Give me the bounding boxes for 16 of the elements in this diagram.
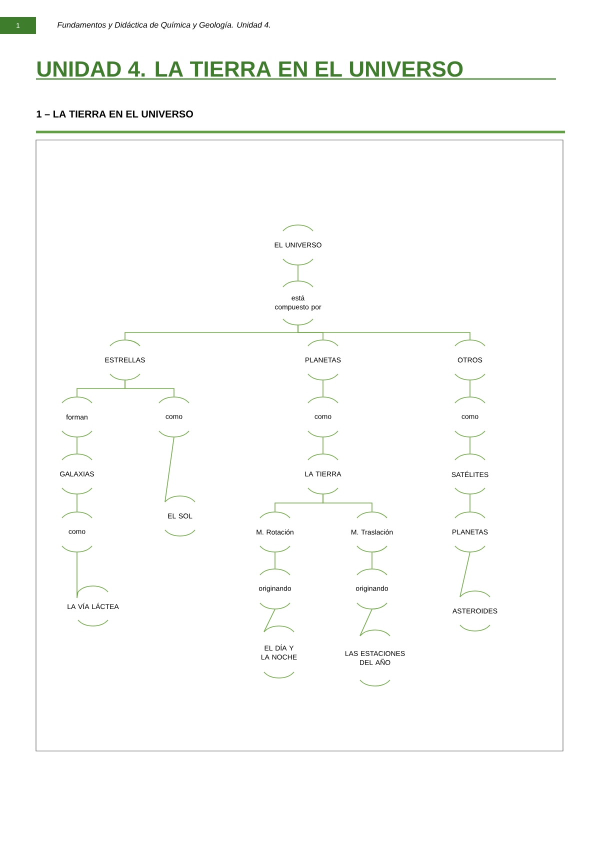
connector-line <box>76 494 78 512</box>
running-header: Fundamentos y Didáctica de Química y Geología. Unidad 4. <box>57 22 270 30</box>
connector-line <box>274 552 276 570</box>
page-title: UNIDAD 4. LA TIERRA EN EL UNIVERSO <box>36 61 556 80</box>
connector-line <box>76 436 78 454</box>
connector-line <box>322 380 324 398</box>
connector-line <box>322 494 372 512</box>
connector-line <box>460 552 470 598</box>
connector-line <box>322 436 324 454</box>
connector-line <box>264 608 276 632</box>
connector-line <box>164 436 174 502</box>
connector-line <box>124 380 174 398</box>
connector-line <box>76 552 78 598</box>
connector-line <box>360 608 372 636</box>
connector-line <box>298 324 470 340</box>
section-heading: 1 – LA TIERRA EN EL UNIVERSO <box>36 110 193 118</box>
